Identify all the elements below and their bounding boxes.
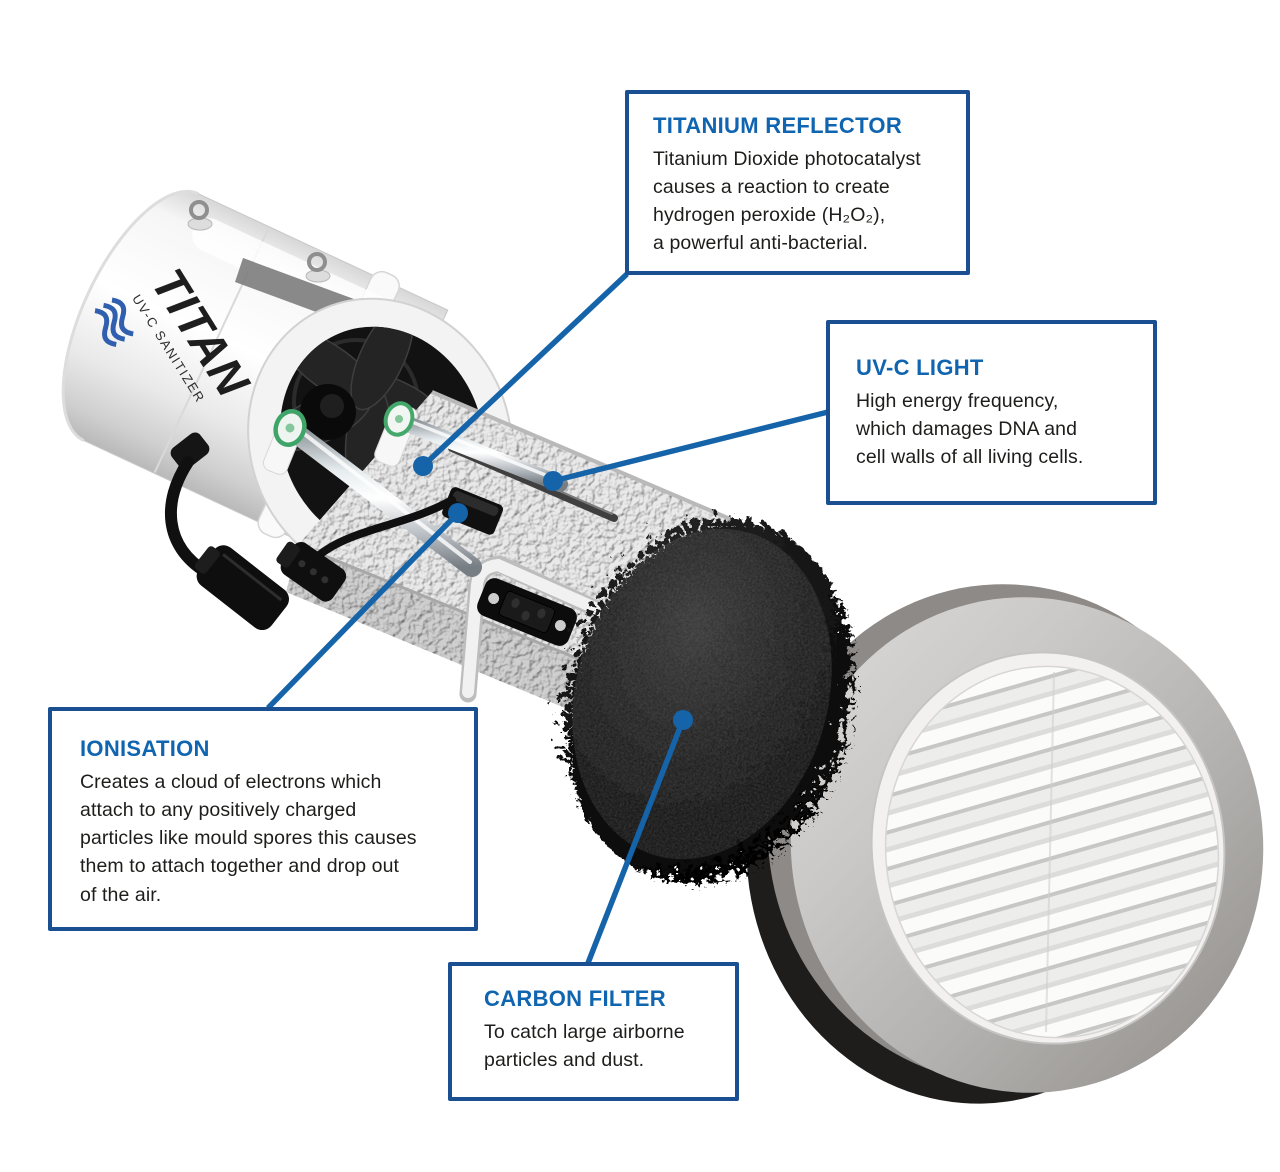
power-socket bbox=[477, 578, 577, 646]
callout-title: CARBON FILTER bbox=[484, 986, 666, 1011]
callout-dot-uvc-light bbox=[543, 471, 563, 491]
callout-body: Titanium Dioxide photocatalyst causes a … bbox=[653, 148, 921, 255]
ioniser-module bbox=[442, 487, 504, 535]
hanging-hook-icon bbox=[187, 200, 213, 231]
callout-line-carbon-filter bbox=[585, 718, 686, 965]
carbon-filter-disc bbox=[557, 512, 847, 876]
callout-dot-titanium-reflector bbox=[413, 456, 433, 476]
logo-waves-left bbox=[94, 297, 134, 347]
callout-line-ionisation bbox=[266, 511, 460, 710]
callout-titanium-reflector: TITANIUM REFLECTOR Titanium Dioxide phot… bbox=[625, 90, 970, 275]
vent-louver-face bbox=[884, 665, 1220, 1039]
callout-body: Creates a cloud of electrons which attac… bbox=[80, 771, 417, 906]
callout-line-uvc-light bbox=[552, 409, 829, 484]
callout-uvc-light: UV-C LIGHT High energy frequency, which … bbox=[826, 320, 1157, 505]
callout-connectors bbox=[266, 271, 829, 965]
callout-title: UV-C LIGHT bbox=[856, 355, 984, 380]
callout-carbon-filter: CARBON FILTER To catch large airborne pa… bbox=[448, 962, 739, 1101]
power-plug bbox=[276, 541, 347, 602]
callout-line-titanium-reflector bbox=[421, 271, 629, 469]
uv-lamp bbox=[273, 409, 482, 577]
callout-ionisation: IONISATION Creates a cloud of electrons … bbox=[48, 707, 478, 931]
callout-body: To catch large airborne particles and du… bbox=[484, 1021, 685, 1072]
callout-body: High energy frequency, which damages DNA… bbox=[856, 390, 1084, 469]
power-cable bbox=[276, 496, 456, 602]
power-cable bbox=[164, 432, 289, 631]
callout-title: TITANIUM REFLECTOR bbox=[653, 113, 903, 138]
callout-title: IONISATION bbox=[80, 736, 210, 761]
vent-grille bbox=[790, 597, 1264, 1093]
uv-lamp bbox=[383, 401, 568, 492]
power-plug bbox=[194, 545, 289, 631]
callout-dot-ionisation bbox=[448, 503, 468, 523]
callout-dot-carbon-filter bbox=[673, 710, 693, 730]
hanging-hook-icon bbox=[305, 252, 331, 283]
